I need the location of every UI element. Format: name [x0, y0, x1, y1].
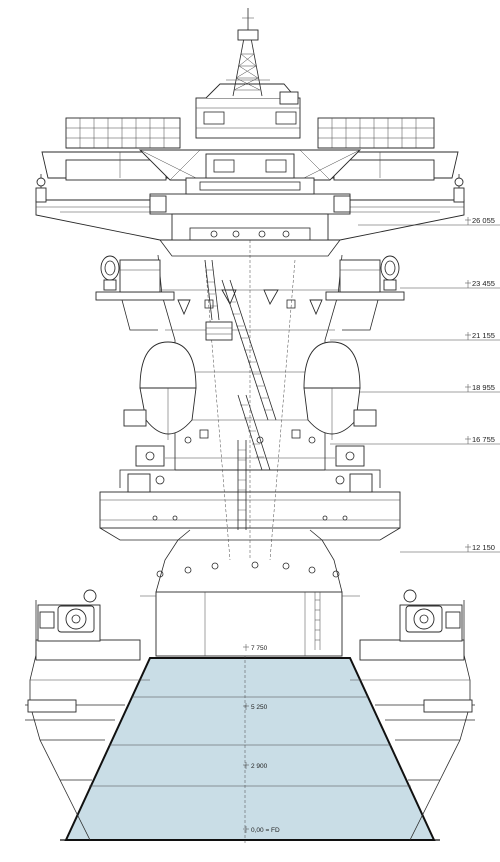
level-label: 18 955 — [472, 383, 495, 392]
right-side-mount — [403, 589, 461, 633]
level-marker-16755: 16 755 — [330, 435, 500, 445]
upper-wings — [95, 259, 405, 331]
ladders — [204, 259, 277, 530]
level-label: 12 150 — [472, 543, 495, 552]
lattice-mast — [226, 8, 270, 97]
central-director — [195, 83, 301, 139]
right-antenna-array — [317, 117, 435, 149]
level-marker-0: 0,00 = FD — [243, 826, 280, 834]
level-label: 26 055 — [472, 216, 495, 225]
left-side-mount — [39, 589, 97, 633]
level-marker-12150: 12 150 — [400, 543, 500, 553]
level-label: 5 250 — [251, 704, 268, 711]
level-marker-7750: 7 750 — [243, 644, 268, 652]
level-label: 23 455 — [472, 279, 495, 288]
right-searchlight — [380, 255, 400, 291]
vertical-ladder — [237, 440, 247, 530]
level-marker-2900: 2 900 — [243, 762, 268, 770]
diagonal-ladder — [221, 279, 277, 421]
level-label: 16 755 — [472, 435, 495, 444]
level-marker-18955: 18 955 — [360, 383, 500, 393]
level-marker-23455: 23 455 — [400, 279, 500, 289]
level-marker-26055: 26 055 — [358, 216, 500, 226]
hull-section — [60, 645, 440, 845]
left-searchlight — [100, 255, 120, 291]
level-label: 21 155 — [472, 331, 495, 340]
upper-ladder — [204, 259, 220, 321]
right-sensor-dome — [303, 341, 377, 467]
right-level-markers: 26 055 23 455 21 155 18 955 16 755 — [330, 216, 500, 553]
level-label: 7 750 — [251, 645, 268, 652]
left-sensor-dome — [123, 341, 197, 467]
bridge-deck — [41, 149, 459, 195]
level-label: 2 900 — [251, 763, 268, 770]
level-label: 0,00 = FD — [251, 827, 280, 834]
level-marker-5250: 5 250 — [243, 703, 268, 711]
center-level-markers: 7 750 5 250 2 900 0,00 = FD — [243, 644, 280, 834]
level-marker-21155: 21 155 — [330, 331, 500, 341]
left-antenna-array — [65, 117, 181, 149]
lower-side-structure — [25, 600, 475, 841]
base-deckhouse — [140, 529, 360, 657]
diagonal-ladder-2 — [237, 394, 271, 471]
